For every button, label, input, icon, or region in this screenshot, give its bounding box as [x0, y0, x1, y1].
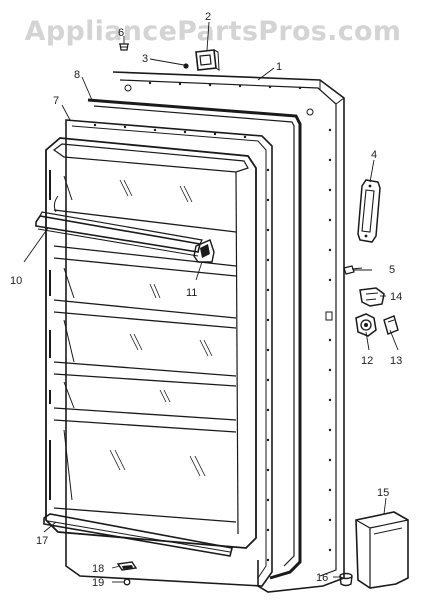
door-handle-part-4	[357, 179, 381, 243]
latch-clip-part-13	[383, 315, 399, 335]
callout-19: 19	[92, 577, 104, 589]
top-hinge-bracket-part-2	[195, 49, 220, 71]
leader-lines	[23, 21, 399, 583]
latch-part-12	[355, 313, 377, 337]
door-gasket	[87, 98, 302, 580]
callout-5: 5	[389, 264, 395, 276]
callout-15: 15	[377, 487, 389, 499]
callout-10: 10	[10, 275, 22, 287]
hinge-cover-part-15	[355, 511, 409, 589]
callout-8: 8	[74, 69, 80, 81]
callout-labels: 1 2 3 4 5 6 7 8 10 11 12 13 14 15 16 17 …	[10, 11, 402, 589]
handle-screw-part-5	[343, 265, 363, 275]
callout-16: 16	[316, 572, 328, 584]
callout-12: 12	[361, 355, 373, 367]
callout-13: 13	[390, 355, 402, 367]
watermark-logo-text: AppliancePartsPros.com	[25, 16, 402, 47]
latch-strike-part-14	[359, 287, 385, 307]
bottom-trim-strip-part-17	[43, 513, 233, 557]
shelf-bar-part-10	[35, 211, 203, 257]
callout-6: 6	[118, 27, 124, 39]
callout-4: 4	[371, 149, 377, 161]
hinge-bushing-part-16	[339, 572, 353, 587]
callout-3: 3	[142, 53, 148, 65]
callout-11: 11	[186, 287, 197, 299]
outer-door-panel	[112, 71, 345, 593]
bottom-bracket-part-18	[116, 561, 138, 571]
bottom-screw-part-19	[123, 578, 131, 586]
callout-7: 7	[53, 95, 59, 107]
inner-door-liner	[65, 119, 273, 587]
callout-18: 18	[92, 563, 104, 575]
shelf-bar-end-cap-part-11	[193, 239, 215, 263]
callout-17: 17	[36, 535, 48, 547]
door-shelf-liner	[45, 137, 257, 549]
callout-2: 2	[205, 11, 211, 23]
pin-part-3	[183, 63, 189, 69]
callout-1: 1	[276, 61, 282, 73]
callout-14: 14	[390, 291, 402, 303]
